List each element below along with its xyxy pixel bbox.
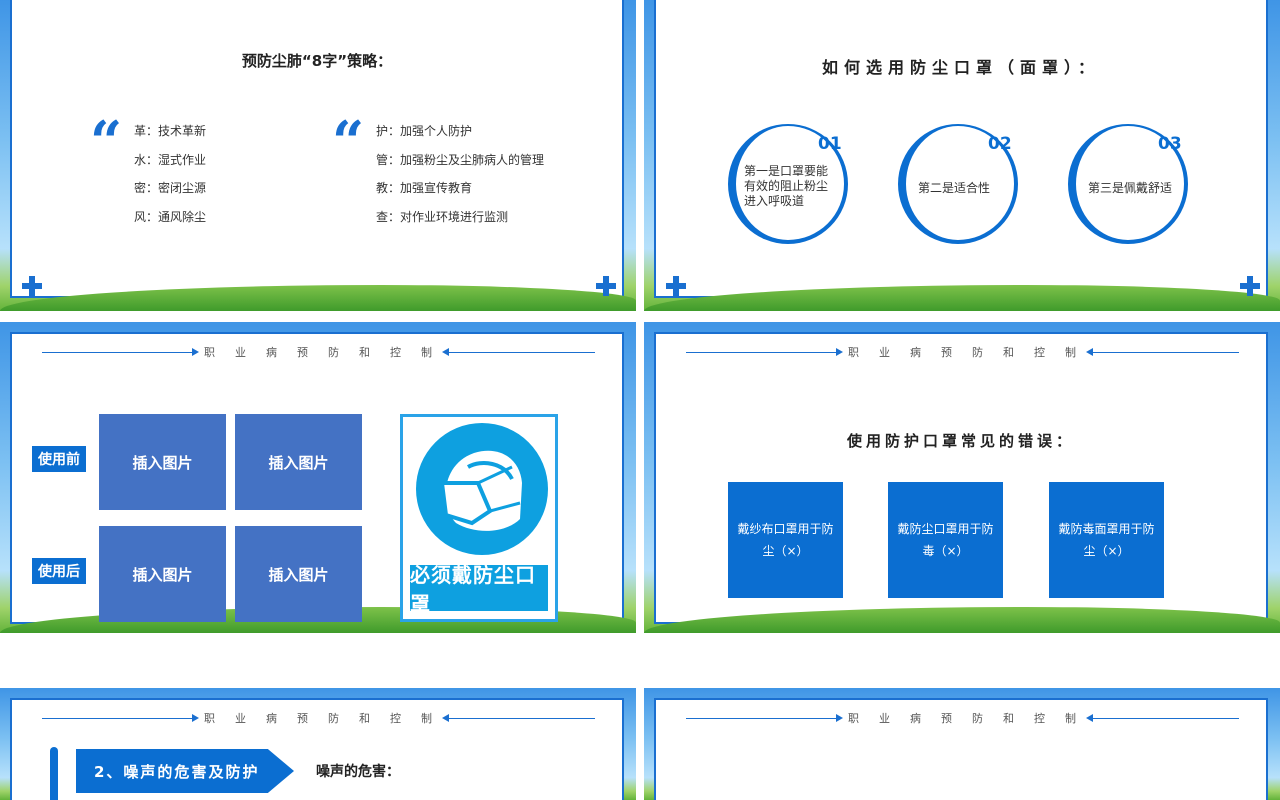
slide-content: 职业病预防和控制: [654, 698, 1268, 800]
plus-icon: [22, 276, 42, 296]
card-number: 03: [1158, 134, 1182, 154]
strategy-item: 水：湿式作业: [134, 153, 207, 167]
header-line: [449, 718, 595, 719]
header-text: 职业病预防和控制: [204, 712, 452, 725]
strategy-item: 密：密闭尘源: [134, 181, 207, 195]
strategy-item: 查：对作业环境进行监测: [376, 210, 509, 224]
header-line: [686, 718, 838, 719]
slide-content: 职业病预防和控制 使用防护口罩常见的错误： 戴纱布口罩用于防尘（×） 戴防尘口罩…: [654, 332, 1268, 624]
image-placeholder[interactable]: 插入图片: [99, 526, 226, 622]
header-line: [1093, 352, 1239, 353]
arrow-left-icon: [442, 348, 449, 356]
image-placeholder[interactable]: 插入图片: [235, 526, 362, 622]
mistake-card: 戴防尘口罩用于防毒（×）: [888, 482, 1003, 598]
header-line: [42, 718, 194, 719]
mistake-card: 戴纱布口罩用于防尘（×）: [728, 482, 843, 598]
dust-mask-icon: [439, 450, 522, 531]
mask-sign-circle: [416, 423, 548, 555]
strategy-item: 管：加强粉尘及尘肺病人的管理: [376, 153, 545, 167]
strategy-item: 革：技术革新: [134, 124, 207, 138]
header-line: [42, 352, 194, 353]
slide-thumbnail-4[interactable]: 职业病预防和控制 使用防护口罩常见的错误： 戴纱布口罩用于防尘（×） 戴防尘口罩…: [644, 322, 1280, 633]
section-bar: [50, 747, 58, 800]
slide-thumbnail-5[interactable]: 职业病预防和控制 2、噪声的危害及防护 噪声的危害：: [0, 688, 636, 800]
circle-card: [898, 124, 1018, 244]
arrow-left-icon: [1086, 348, 1093, 356]
circle-card: [728, 124, 848, 244]
circle-card: [1068, 124, 1188, 244]
card-text: 第一是口罩要能有效的阻止粉尘进入呼吸道: [744, 164, 829, 208]
section-banner: 2、噪声的危害及防护: [76, 749, 294, 793]
slide-title: 如何选用防尘口罩（面罩）：: [821, 58, 1100, 77]
arrow-right-icon: [192, 348, 199, 356]
strategy-item: 风：通风除尘: [134, 210, 207, 224]
card-text: 第二是适合性: [918, 181, 991, 195]
image-placeholder[interactable]: 插入图片: [235, 414, 362, 510]
header-text: 职业病预防和控制: [848, 712, 1096, 725]
header-text: 职业病预防和控制: [204, 346, 452, 359]
arrow-right-icon: [836, 714, 843, 722]
quote-icon: “: [90, 109, 123, 175]
plus-icon: [666, 276, 686, 296]
strategy-item: 教：加强宣传教育: [376, 181, 473, 195]
slide-title: 预防尘肺“8字”策略：: [241, 52, 393, 70]
card-number: 01: [818, 134, 842, 154]
header-line: [1093, 718, 1239, 719]
header-text: 职业病预防和控制: [848, 346, 1096, 359]
arrow-left-icon: [1086, 714, 1093, 722]
header-line: [686, 352, 838, 353]
before-label: 使用前: [32, 446, 86, 472]
arrow-right-icon: [192, 714, 199, 722]
strategy-item: 护：加强个人防护: [376, 124, 473, 138]
sign-label: 必须戴防尘口罩: [410, 563, 548, 616]
arrow-right-icon: [836, 348, 843, 356]
plus-icon: [596, 276, 616, 296]
section-subtitle: 噪声的危害：: [316, 764, 400, 780]
card-text: 第三是佩戴舒适: [1088, 181, 1173, 195]
after-label: 使用后: [32, 558, 86, 584]
slide-content: 预防尘肺“8字”策略： “ “ 革：技术革新 水：湿式作业 密：密闭尘源 风：通…: [10, 0, 624, 298]
slide-title: 使用防护口罩常见的错误：: [846, 432, 1075, 450]
quote-icon: “: [332, 109, 365, 175]
image-placeholder[interactable]: 插入图片: [99, 414, 226, 510]
slide-content: 如何选用防尘口罩（面罩）： 01 第一是口罩要能有效的阻止粉尘进入呼吸道 02 …: [654, 0, 1268, 298]
slide-thumbnail-2[interactable]: 如何选用防尘口罩（面罩）： 01 第一是口罩要能有效的阻止粉尘进入呼吸道 02 …: [644, 0, 1280, 311]
mistake-card: 戴防毒面罩用于防尘（×）: [1049, 482, 1164, 598]
plus-icon: [1240, 276, 1260, 296]
slide-thumbnail-6[interactable]: 职业病预防和控制: [644, 688, 1280, 800]
card-number: 02: [988, 134, 1012, 154]
slide-thumbnail-1[interactable]: 预防尘肺“8字”策略： “ “ 革：技术革新 水：湿式作业 密：密闭尘源 风：通…: [0, 0, 636, 311]
slide-content: 职业病预防和控制 2、噪声的危害及防护 噪声的危害：: [10, 698, 624, 800]
header-line: [449, 352, 595, 353]
arrow-left-icon: [442, 714, 449, 722]
mask-sign: 必须戴防尘口罩: [400, 414, 558, 622]
